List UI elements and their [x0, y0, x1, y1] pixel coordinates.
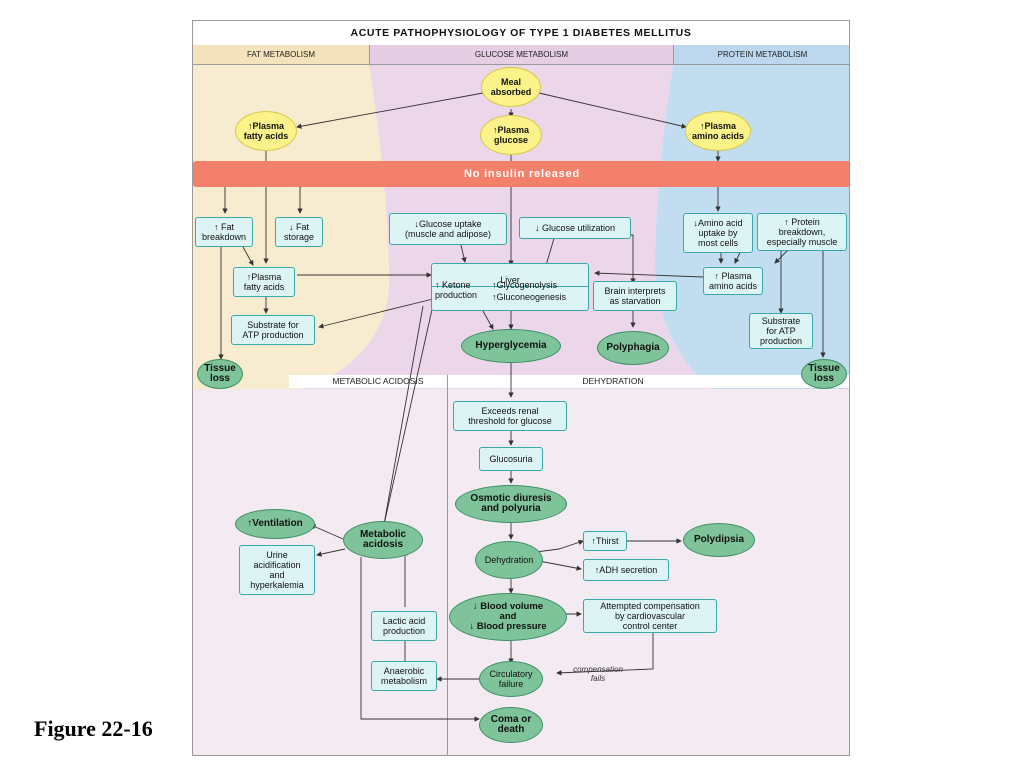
protein-breakdown-box: ↑ Protein breakdown, especially muscle — [757, 213, 847, 251]
tissue-loss-right-oval: Tissue loss — [801, 359, 847, 389]
diagram-frame: ACUTE PATHOPHYSIOLOGY OF TYPE 1 DIABETES… — [192, 20, 850, 756]
fat-storage-box: ↓ Fat storage — [275, 217, 323, 247]
plasma-fatty-acids-box: ↑Plasma fatty acids — [233, 267, 295, 297]
amino-acid-uptake-box: ↓Amino acid uptake by most cells — [683, 213, 753, 253]
tissue-loss-left-oval: Tissue loss — [197, 359, 243, 389]
acidosis-section-header: METABOLIC ACIDOSIS — [332, 376, 424, 386]
osmotic-diuresis-oval: Osmotic diuresis and polyuria — [455, 485, 567, 523]
urine-acidification-box: Urine acidification and hyperkalemia — [239, 545, 315, 595]
figure-label: Figure 22-16 — [34, 716, 153, 741]
coma-death-oval: Coma or death — [479, 707, 543, 743]
ventilation-oval: ↑Ventilation — [235, 509, 315, 539]
thirst-box: ↑Thirst — [583, 531, 627, 551]
plasma-amino-acids-oval: ↑Plasma amino acids — [685, 111, 751, 151]
glucose-utilization-box: ↓ Glucose utilization — [519, 217, 631, 239]
section-divider — [289, 375, 849, 388]
hyperglycemia-oval: Hyperglycemia — [461, 329, 561, 363]
meal-absorbed-oval: Meal absorbed — [481, 67, 541, 107]
liver-box: Liver ↑ Ketone production ↑Glycogenolysi… — [431, 263, 589, 311]
glucosuria-box: Glucosuria — [479, 447, 543, 471]
plasma-fatty-acids-oval: ↑Plasma fatty acids — [235, 111, 297, 151]
fat-breakdown-box: ↑ Fat breakdown — [195, 217, 253, 247]
polydipsia-oval: Polydipsia — [683, 523, 755, 557]
liver-label: Liver — [432, 274, 588, 287]
lactic-acid-box: Lactic acid production — [371, 611, 437, 641]
metabolic-acidosis-oval: Metabolic acidosis — [343, 521, 423, 559]
fat-column-header: FAT METABOLISM — [193, 45, 369, 65]
substrate-atp-protein-box: Substrate for ATP production — [749, 313, 813, 349]
glycogenolysis-text: ↑Glycogenolysis ↑Gluconeogenesis — [492, 280, 567, 302]
anaerobic-metabolism-box: Anaerobic metabolism — [371, 661, 437, 691]
dehydration-oval: Dehydration — [475, 541, 543, 579]
glucose-uptake-box: ↓Glucose uptake (muscle and adipose) — [389, 213, 507, 245]
protein-column-header: PROTEIN METABOLISM — [673, 45, 849, 65]
adh-secretion-box: ↑ADH secretion — [583, 559, 669, 581]
section-vertical-divider — [447, 375, 448, 755]
plasma-amino-acids-box: ↑ Plasma amino acids — [703, 267, 763, 295]
glucose-column-header: GLUCOSE METABOLISM — [369, 45, 673, 65]
ketone-production-text: ↑ Ketone production — [435, 280, 478, 300]
substrate-atp-fat-box: Substrate for ATP production — [231, 315, 315, 345]
brain-starvation-box: Brain interprets as starvation — [593, 281, 677, 311]
compensation-fails-label: compensation fails — [573, 665, 623, 683]
attempted-compensation-box: Attempted compensation by cardiovascular… — [583, 599, 717, 633]
dehydration-section-header: DEHYDRATION — [582, 376, 644, 386]
blood-volume-pressure-oval: ↓ Blood volume and ↓ Blood pressure — [449, 593, 567, 641]
polyphagia-oval: Polyphagia — [597, 331, 669, 365]
plasma-glucose-oval: ↑Plasma glucose — [480, 115, 542, 155]
no-insulin-bar: No insulin released — [193, 161, 849, 187]
renal-threshold-box: Exceeds renal threshold for glucose — [453, 401, 567, 431]
circulatory-failure-oval: Circulatory failure — [479, 661, 543, 697]
